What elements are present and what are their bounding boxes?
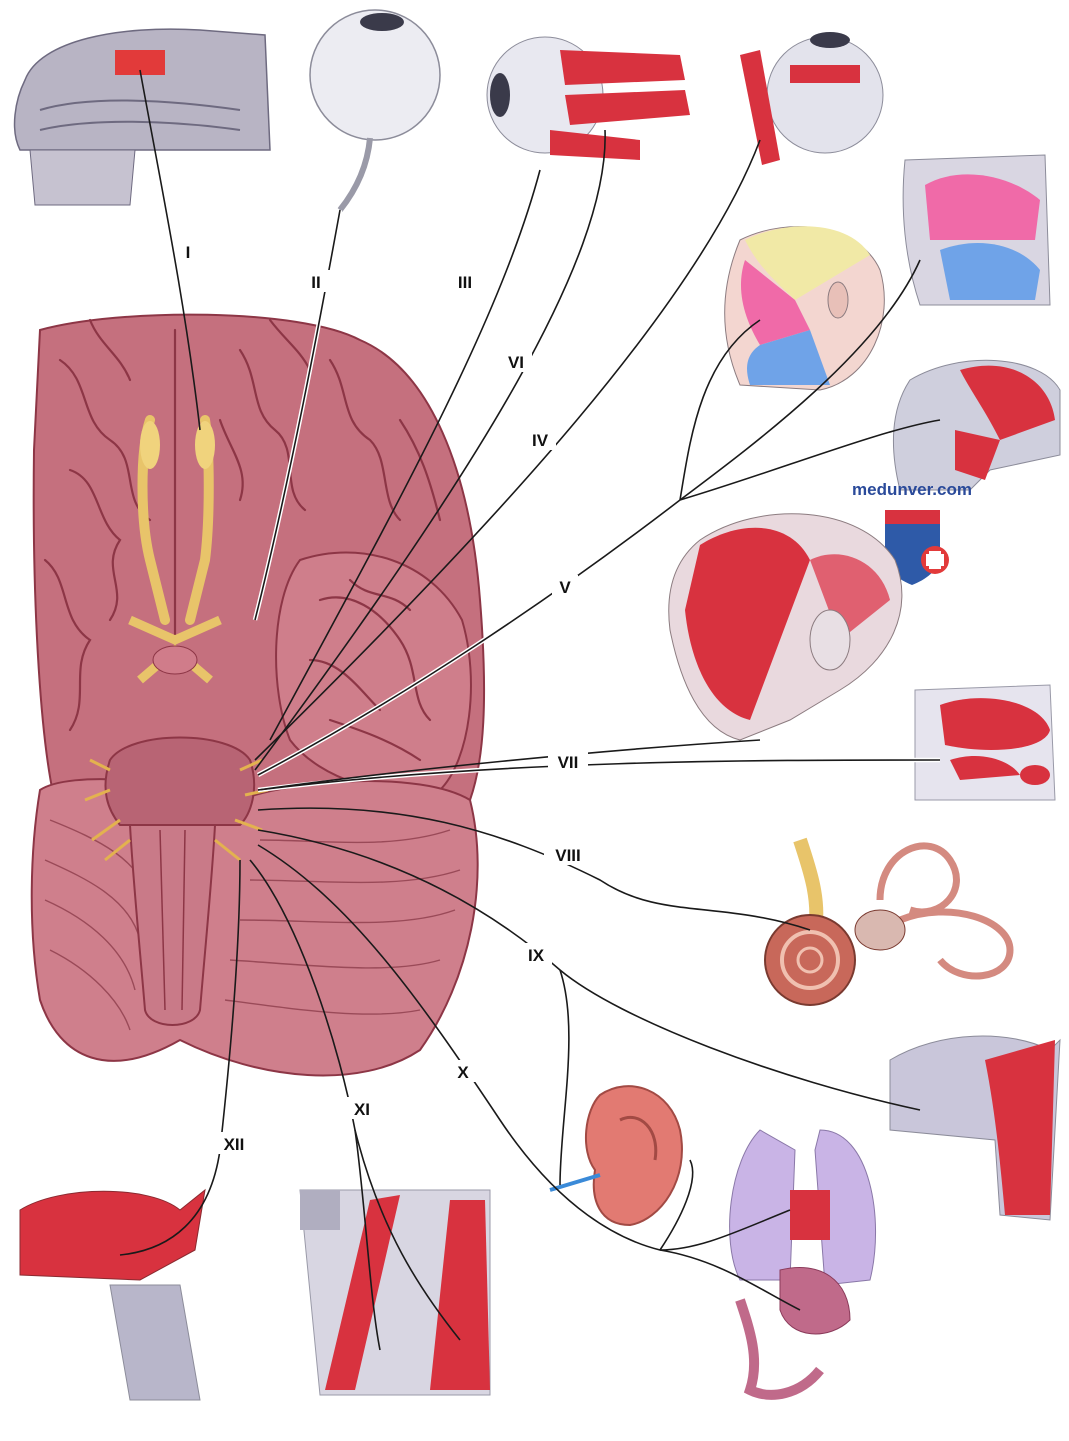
label-nerve-V: V (559, 578, 571, 597)
eye-oblique-illustration (740, 32, 883, 165)
tongue-salivary-illustration (915, 685, 1055, 800)
label-nerve-IX: IX (528, 946, 545, 965)
label-nerve-III: III (458, 273, 472, 292)
label-nerve-II: II (311, 273, 320, 292)
medulla (130, 825, 215, 1025)
label-nerve-XII: XII (224, 1135, 245, 1154)
eye-muscles-illustration (487, 37, 690, 160)
label-nerve-VII: VII (558, 753, 579, 772)
tongue-illustration (20, 1190, 205, 1400)
nasal-cavity-illustration (15, 29, 270, 205)
eyeball-illustration (310, 10, 440, 210)
inner-ear-illustration (765, 840, 1010, 1005)
face-sensory-zones-illustration (725, 226, 885, 390)
outer-ear-illustration (550, 1086, 682, 1225)
cerebellum (32, 779, 478, 1075)
label-nerve-XI: XI (354, 1100, 370, 1119)
brain (32, 315, 484, 1076)
watermark-text: medunver.com (852, 480, 972, 499)
neck-muscles-illustration (300, 1190, 490, 1395)
pons (105, 738, 254, 826)
label-nerve-VI: VI (508, 353, 524, 372)
pharynx-illustration (890, 1036, 1060, 1220)
label-nerve-VIII: VIII (555, 846, 581, 865)
facial-muscles-illustration (669, 514, 902, 740)
label-nerve-IV: IV (532, 431, 549, 450)
label-nerve-I: I (186, 243, 191, 262)
nasal-mucosa-illustration (903, 155, 1050, 305)
visceral-organs-illustration (730, 1130, 876, 1395)
label-nerve-X: X (457, 1063, 469, 1082)
